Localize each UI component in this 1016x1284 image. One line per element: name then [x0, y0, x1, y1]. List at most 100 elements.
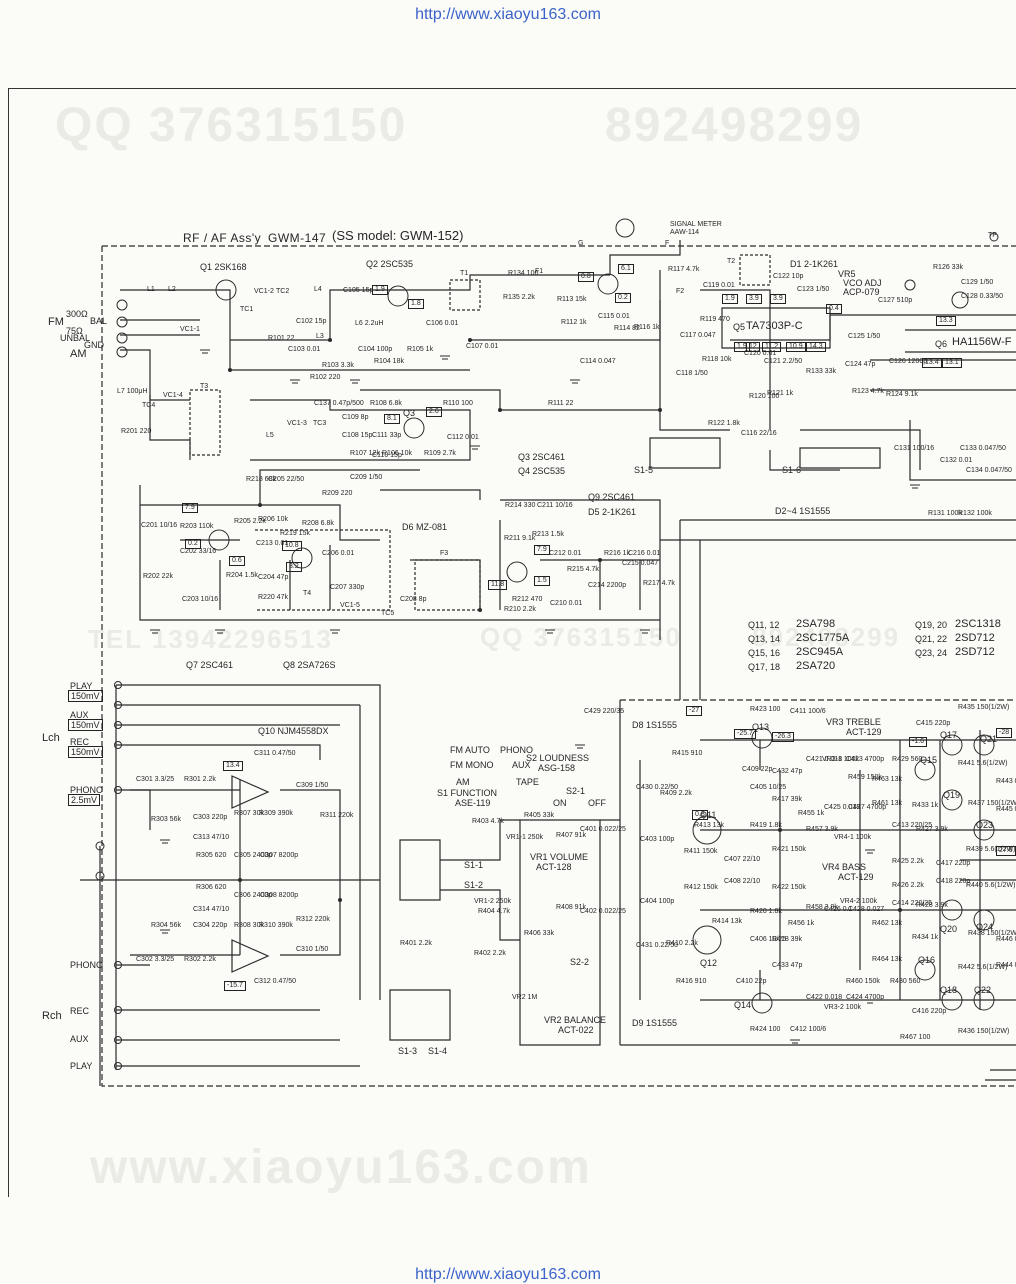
r438-label: R438 150(1/2W) — [968, 930, 1016, 937]
parts-list-row-7-type: 2SD712 — [955, 646, 995, 658]
c104-label: C104 100p — [358, 346, 393, 353]
c125-label: C125 1/50 — [848, 333, 881, 340]
c212-label: C212 0.01 — [549, 550, 582, 557]
c307-label: C307 8200p — [260, 852, 299, 859]
r101-label: R101 22 — [268, 335, 295, 342]
q8-label: Q8 2SA726S — [283, 660, 336, 670]
q5-ic-label: TA7303P-C — [746, 320, 803, 332]
vr1-code: ACT-128 — [536, 862, 572, 872]
vr4-2-label: VR4-2 100k — [840, 898, 877, 905]
r134-label: R134 100 — [508, 270, 539, 277]
voltage-29: -26.3 — [772, 732, 794, 742]
c409-label: C409 22p — [742, 766, 773, 773]
r131-label: R131 100k — [928, 510, 962, 517]
voltage-26: -15.7 — [224, 981, 246, 991]
c106-label: C106 0.01 — [426, 320, 459, 327]
r116-label: R116 1k — [634, 324, 660, 331]
r114-label: R114 82 — [614, 325, 640, 332]
am-position-label: AM — [456, 777, 470, 787]
parts-list-row-7-ref: Q23, 24 — [915, 648, 948, 658]
r410-label: R410 2.2k — [666, 940, 698, 947]
c406-label: C406 10/25 — [750, 936, 787, 943]
q6-ic-label: HA1156W-F — [952, 336, 1012, 348]
aux-position-label: AUX — [512, 760, 531, 770]
vr5-name: VCO ADJ — [843, 278, 882, 288]
voltage-9: 3.9 — [746, 294, 762, 304]
c123-label: C123 1/50 — [797, 286, 830, 293]
tc1-label: TC1 — [240, 306, 254, 313]
rch-play-label: PLAY — [70, 1061, 93, 1071]
s1-3-label: S1-3 — [398, 1046, 418, 1056]
r217-label: R217 4.7k — [643, 580, 675, 587]
q24-label: Q24 — [976, 922, 994, 932]
voltage-7: 0.2 — [615, 293, 631, 303]
c421-label: C421 0.018 — [806, 756, 843, 763]
q1-label: Q1 2SK168 — [200, 262, 247, 272]
r444-label: R444 0.51k — [996, 962, 1016, 969]
l3-label: L3 — [316, 333, 324, 340]
d1-label: D1 2-1K261 — [790, 259, 839, 269]
c132-label: C132 0.01 — [940, 457, 973, 464]
voltage-36: 13.1 — [942, 358, 962, 368]
voltage-22: 7.9 — [534, 545, 550, 555]
r211-label: R211 9.1k — [504, 535, 536, 542]
q3-type-label: Q3 2SC461 — [518, 452, 566, 462]
c131-label: C131 100/16 — [894, 445, 935, 452]
ant-300-label: 300Ω — [66, 309, 88, 319]
r422-label: R422 150k — [772, 884, 806, 891]
r205-label: R205 2.2k — [234, 518, 266, 525]
q22-label: Q22 — [974, 985, 992, 995]
q12-label: Q12 — [700, 958, 718, 968]
rch-rec-label: REC — [70, 1006, 90, 1016]
voltage-28: -25.7 — [734, 729, 756, 739]
r218-label: R218 68k — [246, 476, 276, 483]
vc1-5-label: VC1-5 — [340, 602, 360, 609]
r302-label: R302 2.2k — [184, 956, 216, 963]
r414-label: R414 13k — [712, 918, 742, 925]
d5-label: D5 2-1K261 — [588, 507, 637, 517]
voltage-33: -28 — [996, 728, 1013, 738]
s2-2-label: S2-2 — [570, 957, 590, 967]
r459-label: R459 150k — [848, 774, 882, 781]
vr5-label: VR5 — [838, 269, 856, 279]
voltage-2: 1.8 — [408, 299, 424, 309]
r132-label: R132 100k — [958, 510, 992, 517]
q7-label: Q7 2SC461 — [186, 660, 234, 670]
s1-6-label: S1-6 — [782, 465, 802, 475]
t3-label: T3 — [200, 383, 209, 390]
url-bottom[interactable]: http://www.xiaoyu163.com — [415, 1266, 601, 1283]
voltage-17: 7.9 — [182, 503, 198, 513]
r462-label: R462 13k — [872, 920, 902, 927]
r126-label: R126 33k — [933, 264, 963, 271]
r119-label: R119 470 — [700, 316, 730, 323]
parts-list-row-2-ref: Q13, 14 — [748, 634, 781, 644]
watermark-tel: TEL 13942296513 — [88, 624, 333, 654]
s1-code: ASE-119 — [455, 798, 491, 808]
r118-label: R118 10k — [702, 356, 732, 363]
c203-label: C203 10/16 — [182, 596, 219, 603]
r109-label: R109 2.7k — [424, 450, 456, 457]
r460-label: R460 150k — [846, 978, 880, 985]
c120-label: C120 0.01 — [744, 350, 777, 357]
c405-label: C405 10/25 — [750, 784, 787, 791]
r445-label: R445 0.51k — [996, 806, 1016, 813]
r430-label: R430 560 — [890, 978, 921, 985]
c206-label: C206 0.01 — [322, 550, 355, 557]
c312-label: C312 0.47/50 — [254, 978, 297, 985]
c129-label: C129 1/50 — [961, 279, 994, 286]
r216-label: R216 1k — [604, 550, 631, 557]
voltage-21: 3.2 — [286, 562, 302, 572]
c308-label: C308 8200p — [260, 892, 299, 899]
c314-label: C314 47/10 — [193, 906, 230, 913]
meter-g: G — [578, 240, 584, 247]
url-top[interactable]: http://www.xiaoyu163.com — [415, 6, 601, 23]
c112-label: C112 0.01 — [447, 434, 479, 441]
r104-label: R104 18k — [374, 358, 404, 365]
vr3-1-label: VR3-1 100k — [822, 756, 859, 763]
c408-label: C408 22/10 — [724, 878, 761, 885]
r206-label: R206 10k — [258, 516, 288, 523]
tc4-label: TC4 — [142, 402, 156, 409]
r408-label: R408 91k — [556, 904, 586, 911]
fm-input-label: FM — [48, 316, 64, 328]
c404-label: C404 100p — [640, 898, 675, 905]
